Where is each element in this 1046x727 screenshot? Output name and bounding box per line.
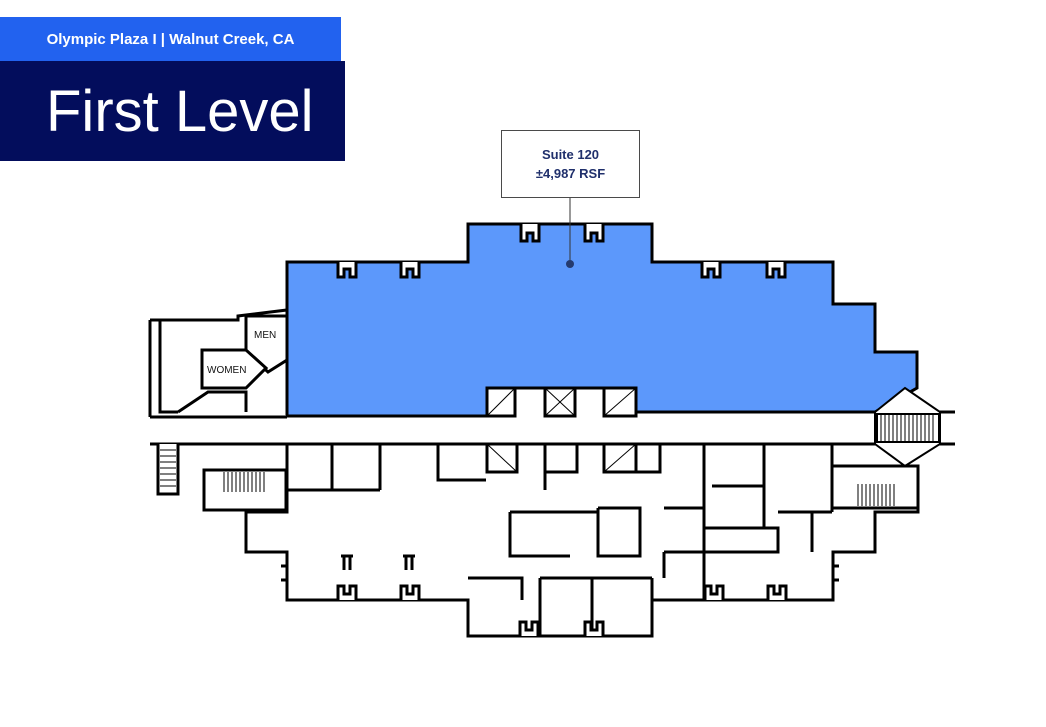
suite-name: Suite 120 (541, 147, 600, 162)
east-stair (874, 386, 941, 468)
suite-callout: Suite 120 ±4,987 RSF (501, 130, 640, 198)
columns (281, 554, 839, 582)
women-room-label: WOMEN (207, 365, 246, 376)
building-subtitle: Olympic Plaza I | Walnut Creek, CA (0, 17, 341, 61)
suite-area: ±4,987 RSF (535, 166, 606, 181)
west-stair-treads (160, 449, 265, 492)
south-wing (244, 442, 920, 638)
callout-pin (566, 260, 574, 268)
suite-120-area[interactable] (285, 222, 919, 418)
restrooms (148, 308, 289, 417)
window-notches (336, 224, 787, 279)
west-stair (156, 444, 288, 512)
core (485, 386, 638, 474)
men-room-label: MEN (254, 330, 276, 341)
east-lower-stair (830, 464, 920, 510)
east-stair-treads (880, 414, 934, 442)
east-lower-stair-treads (857, 484, 895, 506)
page-title: First Level (0, 61, 345, 161)
south-window-notches (336, 584, 788, 636)
